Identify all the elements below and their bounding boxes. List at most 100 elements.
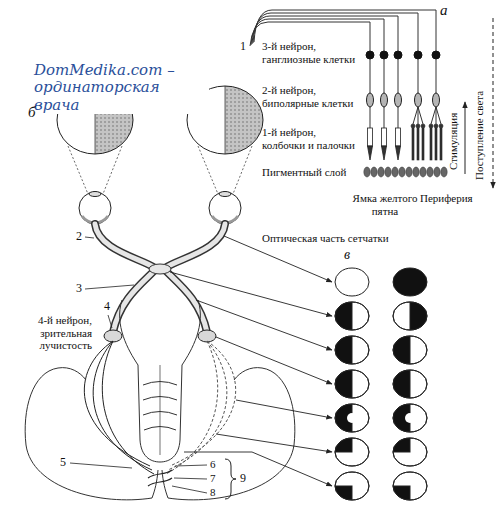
field-defect-circles-part-part: [335, 302, 369, 330]
pigment-layer: [364, 167, 447, 177]
field-defect-circles-part-part: [335, 472, 369, 500]
layer-label: Пигментный слой: [262, 166, 362, 179]
pigment-layer-part: [441, 167, 447, 177]
cell-processes-part: [384, 107, 385, 128]
optic-pathway-fill-part: [165, 224, 225, 268]
visual-field-right-part: [225, 86, 226, 154]
callout-number: 9: [240, 472, 246, 486]
rods-part: [412, 128, 414, 160]
layer-label: 1-й нейрон, колбочки и палочки: [262, 126, 362, 151]
pigment-layer-part: [392, 167, 398, 177]
leader-lines-part: [70, 463, 132, 468]
ganglion-cells-part: [414, 51, 422, 59]
field-defect-circles-part: [335, 336, 369, 364]
field-defect-circles-part: [393, 336, 427, 364]
field-defect-circles-part-part: [393, 404, 427, 432]
field-defect-circles-part-part: [335, 404, 357, 432]
field-defect-circles-part-part-part: [335, 336, 352, 364]
lateral-geniculate-bodies-part: [104, 330, 122, 342]
field-defect-circles-part-part: [393, 472, 427, 500]
field-defect-circles-part: [335, 302, 369, 330]
pigment-layer-part: [364, 167, 370, 177]
field-defect-circles-part: [393, 268, 427, 296]
projection-lines-part: [233, 146, 252, 194]
optic-radiation-right-part: [166, 341, 218, 474]
bipolar-cells-part: [433, 93, 440, 107]
field-defect-circles-part-part-part: [393, 336, 410, 364]
pigment-layer-part: [406, 167, 412, 177]
field-defect-circles-part-part: [393, 404, 427, 432]
direction-label: Стимуляция: [447, 113, 460, 170]
eyeballs-part: [209, 192, 241, 224]
field-defect-circles-part-part: [393, 336, 427, 364]
optic-radiation-right-part: [168, 341, 227, 470]
leader-lines-part: [174, 478, 207, 479]
cortex-outline-part: [234, 368, 262, 380]
field-defect-circles-part-part-part: [410, 302, 427, 330]
eyeballs-part: [89, 192, 101, 197]
leader-lines-part: [85, 237, 94, 238]
direction-label: Поступление света: [473, 91, 486, 180]
field-defect-circles-part-part: [335, 404, 369, 432]
rods-part: [439, 124, 443, 128]
layer-label: 2-й нейрон, биполярные клетки: [262, 84, 362, 109]
field-defect-circles-part-part: [335, 302, 352, 330]
field-defect-circles-part-part: [393, 302, 427, 330]
cell-processes-part: [436, 59, 437, 93]
cones-part: [368, 128, 373, 146]
leader-lines-part: [175, 465, 207, 466]
projection-lines-part: [198, 146, 218, 194]
pigment-layer-part: [427, 167, 433, 177]
cell-processes-part: [370, 59, 371, 93]
pigment-layer-part: [413, 167, 419, 177]
cones-part: [382, 128, 387, 146]
panel-letter: в: [344, 247, 350, 263]
cell-processes-part: [370, 107, 371, 128]
cortex-outline-part: [25, 368, 152, 500]
ganglion-cells-part: [380, 51, 388, 59]
leader-lines-part: [172, 486, 207, 493]
ganglion-cells: [366, 51, 440, 59]
field-defect-circles-part-part-part: [335, 370, 352, 398]
calcarine-fissure-part: [148, 470, 172, 478]
panel-caption: Оптическая часть сетчатки: [262, 232, 389, 245]
rods-part: [421, 124, 425, 128]
lesion-arrows-part: [216, 337, 332, 384]
calcarine-fissure-part: [148, 478, 172, 486]
cortex-outline-part: [58, 368, 86, 380]
cones-part: [396, 128, 401, 146]
cell-processes-part: [436, 107, 441, 124]
cell-processes: [370, 59, 441, 128]
lateral-geniculate-bodies: [104, 330, 216, 342]
rods-part: [435, 128, 437, 160]
field-defect-circles-part: [335, 268, 369, 296]
field-defect-circles-part-part: [335, 336, 369, 364]
bipolar-cells-part: [415, 93, 422, 107]
bipolar-cells-part: [395, 93, 402, 107]
region-label: Ямка желтого пятна: [350, 192, 420, 217]
lesion-arrows-part: [170, 272, 332, 316]
pigment-layer-part: [378, 167, 384, 177]
field-defect-circles-part-part: [335, 370, 369, 398]
lateral-geniculate-bodies-part: [198, 330, 216, 342]
brainstem-part: [120, 300, 201, 462]
region-label: Периферия: [420, 192, 473, 205]
brainstem: [120, 300, 201, 462]
optic-chiasm: [149, 264, 171, 274]
field-defect-circles-part-part: [335, 336, 352, 364]
field-defect-circles-part-part: [335, 370, 369, 398]
bipolar-cells: [367, 93, 440, 107]
watermark: DomMedika.com – ординаторская врача: [34, 62, 209, 114]
optic-pathway-outline-part: [95, 224, 155, 268]
projection-lines: [68, 146, 252, 194]
leader-lines-part: [108, 315, 112, 328]
visual-field-right-part-part: [225, 86, 263, 154]
field-defect-circles-part-part: [393, 268, 427, 296]
field-defect-circles-part-part-part: [405, 413, 415, 423]
field-defect-circles-part-part: [335, 302, 369, 330]
field-defect-circles-part-part: [335, 404, 369, 432]
rods-part: [411, 124, 415, 128]
pigment-layer-part: [399, 167, 405, 177]
